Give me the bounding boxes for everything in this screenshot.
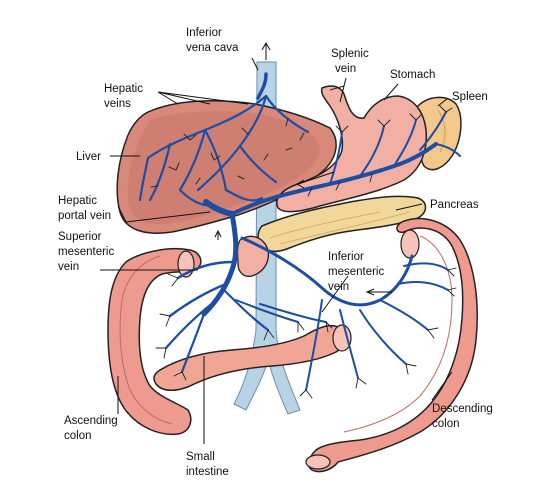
label-hepatic-portal-vein-line1: Hepatic: [58, 195, 97, 207]
liver-vessels: [138, 72, 310, 208]
label-smv-line3: vein: [58, 261, 79, 273]
label-imv-line3: vein: [328, 281, 349, 293]
liver: [116, 99, 337, 234]
label-descending-colon-line1: Descending: [432, 403, 493, 415]
label-ivc-line2: vena cava: [186, 42, 239, 54]
label-pancreas: Pancreas: [430, 199, 479, 211]
label-liver: Liver: [76, 151, 101, 163]
label-splenic-vein-line2: vein: [335, 63, 356, 75]
label-imv-line2: mesenteric: [328, 266, 384, 278]
label-hepatic-veins-line2: veins: [104, 98, 131, 110]
portal-vein-system: [164, 111, 461, 391]
label-smv-line2: mesenteric: [58, 246, 114, 258]
label-small-intestine-line2: intestine: [186, 466, 229, 478]
ascending-colon: [107, 247, 202, 436]
label-ivc-line1: Inferior: [186, 27, 222, 39]
label-hepatic-portal-vein-line2: portal vein: [58, 210, 111, 222]
descending-colon: [305, 217, 478, 473]
label-spleen: Spleen: [452, 91, 488, 103]
label-descending-colon-line2: colon: [432, 418, 460, 430]
label-stomach: Stomach: [390, 69, 435, 81]
label-ascending-colon-line1: Ascending: [64, 415, 118, 427]
label-smv-line1: Superior: [58, 231, 102, 243]
labels: Inferior vena cava Splenic vein Stomach …: [58, 27, 493, 478]
label-small-intestine-line1: Small: [186, 451, 215, 463]
label-splenic-vein-line1: Splenic: [331, 48, 369, 60]
flow-arrows: [214, 41, 392, 296]
label-hepatic-veins-line1: Hepatic: [104, 83, 143, 95]
capillary-detail: [155, 105, 457, 399]
leader-lines: [100, 57, 453, 444]
stomach: [276, 85, 428, 213]
label-ascending-colon-line2: colon: [64, 430, 92, 442]
label-imv-line1: Inferior: [328, 251, 364, 263]
